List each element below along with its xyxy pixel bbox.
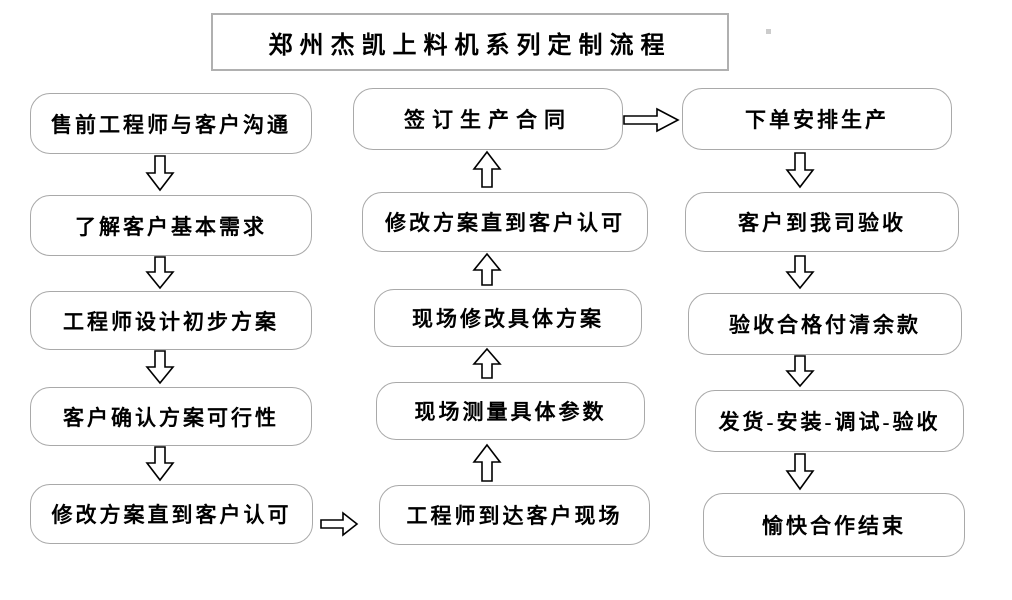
flow-step-label: 签订生产合同 [404,108,572,132]
arrow-down-icon [145,350,175,385]
flow-step-label: 客户到我司验收 [738,211,906,235]
arrow-up-icon [472,443,502,482]
flow-step-middle-3: 现场修改具体方案 [374,289,642,347]
flow-step-middle-2: 修改方案直到客户认可 [362,192,648,252]
arrow-down-icon [145,155,175,192]
flowchart-title: 郑州杰凯上料机系列定制流程 [268,32,672,59]
flow-step-label: 修改方案直到客户认可 [51,503,292,527]
flow-step-label: 发货-安装-调试-验收 [718,410,941,434]
flow-step-left-5: 修改方案直到客户认可 [30,484,313,544]
arrow-down-icon [145,256,175,290]
flow-step-middle-5: 工程师到达客户现场 [379,485,650,545]
flow-step-label: 现场测量具体参数 [414,400,607,424]
flow-step-left-3: 工程师设计初步方案 [30,291,312,350]
flow-step-left-2: 了解客户基本需求 [30,195,312,256]
arrow-down-icon [785,152,815,189]
flow-step-left-1: 售前工程师与客户沟通 [30,93,312,154]
flow-step-right-2: 客户到我司验收 [685,192,959,252]
flow-step-label: 修改方案直到客户认可 [385,211,625,235]
flow-step-label: 工程师设计初步方案 [63,309,279,334]
flow-step-right-5: 愉快合作结束 [703,493,965,557]
arrow-up-icon [472,252,502,286]
flow-step-left-4: 客户确认方案可行性 [30,387,312,446]
flow-step-label: 工程师到达客户现场 [406,504,623,528]
flow-step-label: 验收合格付清余款 [729,313,921,337]
flow-step-label: 售前工程师与客户沟通 [51,112,291,137]
arrow-down-icon [785,355,815,388]
flowchart-title-box: 郑州杰凯上料机系列定制流程 [211,13,729,71]
arrow-down-icon [785,255,815,290]
flow-step-label: 现场修改具体方案 [412,307,604,331]
flow-step-label: 了解客户基本需求 [75,214,267,239]
arrow-down-icon [145,446,175,482]
flow-step-label: 愉快合作结束 [762,514,906,538]
flow-step-right-3: 验收合格付清余款 [688,293,962,355]
flow-step-middle-1: 签订生产合同 [353,88,623,150]
flow-step-label: 客户确认方案可行性 [63,405,279,430]
flow-step-label: 下单安排生产 [745,108,889,132]
arrow-up-icon [472,347,502,379]
arrow-right-icon [623,107,680,133]
flow-step-right-4: 发货-安装-调试-验收 [695,390,964,452]
arrow-down-icon [785,453,815,491]
arrow-up-icon [472,150,502,188]
stray-dot [766,29,771,34]
flow-step-middle-4: 现场测量具体参数 [376,382,645,440]
flow-step-right-1: 下单安排生产 [682,88,952,150]
arrow-right-icon [320,511,359,537]
